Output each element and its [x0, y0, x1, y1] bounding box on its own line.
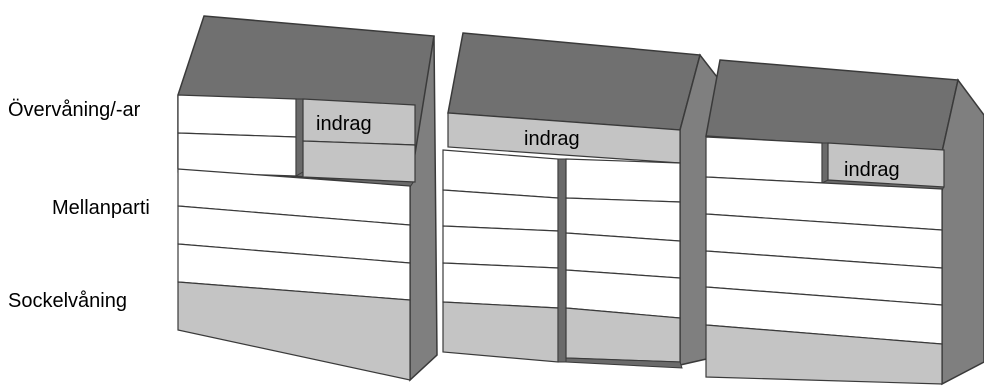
building-1-indrag-lower	[302, 140, 416, 183]
label-base-floor: Sockelvåning	[8, 290, 127, 312]
building-1: indrag	[177, 15, 438, 382]
building-2: indrag	[442, 32, 725, 369]
building-3-indrag-text: indrag	[844, 159, 900, 181]
building-1-base-floor	[177, 281, 411, 381]
building-3-indrag	[827, 142, 945, 188]
building-3-upper-floor	[705, 136, 823, 184]
building-2-right-base	[565, 307, 681, 363]
building-2-left-floor-3	[442, 225, 559, 269]
building-2-right-floor-1	[565, 158, 681, 203]
building-2-indrag-text: indrag	[524, 128, 580, 150]
building-3: indrag	[705, 59, 984, 386]
label-middle-part: Mellanparti	[52, 197, 150, 219]
building-3-roof	[705, 59, 959, 153]
building-2-left-floor-4	[442, 262, 559, 309]
building-1-indrag-edge	[295, 98, 304, 177]
building-1-indrag-text: indrag	[316, 113, 372, 135]
label-upper-floors: Övervåning/-ar	[8, 99, 141, 121]
building-1-upper-floor-1	[177, 94, 297, 138]
building-3-indrag-edge	[821, 142, 829, 184]
building-3-base-floor	[705, 324, 943, 385]
building-2-column-divider	[557, 158, 567, 363]
building-2-left-base	[442, 301, 559, 363]
building-3-side-wall	[941, 78, 984, 386]
building-1-upper-floor-2	[177, 132, 297, 177]
building-2-base-edge	[565, 357, 683, 369]
